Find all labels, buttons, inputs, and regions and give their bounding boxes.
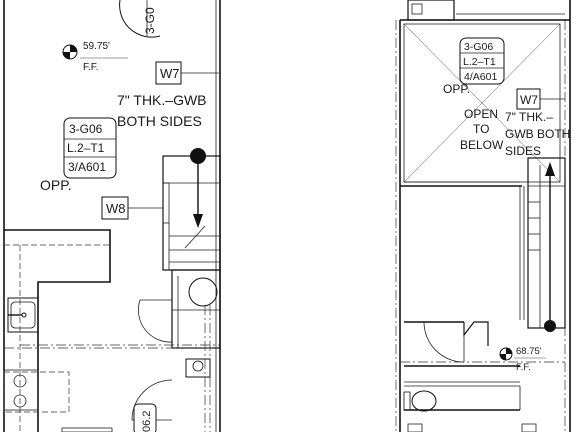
stair-direction-arrow-icon [544, 162, 556, 332]
wall-note-right-line2: GWB BOTH [505, 127, 570, 141]
top-partial-tag: 3-G0 [143, 7, 157, 34]
callout-opp-label: OPP. [40, 177, 72, 193]
top-partial-callout [119, 0, 161, 38]
top-bay [407, 0, 455, 21]
svg-text:W8: W8 [106, 201, 126, 216]
wall-note-line2: BOTH SIDES [117, 113, 202, 129]
callout-opp-label-right: OPP. [443, 82, 470, 96]
elevation-target-icon [62, 44, 78, 60]
left-plan: 3-G0 59.75' F.F. W7 7" THK.–GWB BOTH SID… [3, 0, 221, 432]
kitchen-counter [3, 229, 111, 432]
powder-room [171, 269, 221, 432]
stair [162, 155, 221, 271]
svg-text:3-G06: 3-G06 [464, 41, 493, 53]
svg-text:L.2–T1: L.2–T1 [67, 141, 105, 155]
svg-text:3-G06: 3-G06 [69, 122, 103, 136]
toilet-fixture-icon [403, 390, 437, 412]
elevation-suffix-right: F.F. [516, 362, 531, 373]
door-jamb-right [463, 321, 489, 346]
wall-note-right-line1: 7" THK.– [505, 110, 553, 124]
wall-note-right-line3: SIDES [505, 144, 541, 158]
wall-note-line1: 7" THK.–GWB [117, 92, 207, 108]
svg-text:L.2–T1: L.2–T1 [463, 56, 496, 68]
door-swing-powder [138, 299, 173, 343]
open-to-below-line1: OPEN [464, 107, 498, 121]
door-tag [133, 403, 157, 432]
cooktop-icon [13, 374, 27, 408]
door-swing-right [423, 321, 465, 363]
open-to-below-line2: TO [473, 122, 489, 136]
section-callout [63, 117, 117, 179]
elevation-value-right: 68.75' [516, 346, 542, 357]
svg-text:06.2: 06.2 [141, 411, 153, 432]
door-swing-entry [131, 379, 173, 421]
stair-right [527, 157, 566, 329]
svg-text:4/A601: 4/A601 [464, 71, 497, 83]
svg-text:W7: W7 [520, 93, 538, 107]
toilet-fixture-icon [185, 277, 218, 378]
right-plan: 3-G06 L.2–T1 4/A601 OPP. OPEN TO BELOW W… [395, 0, 571, 432]
open-to-below-line3: BELOW [460, 138, 504, 152]
elevation-suffix: F.F. [83, 62, 99, 73]
svg-text:3/A601: 3/A601 [68, 160, 106, 174]
elevation-value: 59.75' [83, 41, 110, 52]
elevation-target-icon [499, 347, 513, 361]
stair-direction-arrow-icon [190, 148, 206, 228]
section-callout-right [459, 37, 505, 85]
sink-fixture-icon [7, 297, 39, 333]
svg-text:W7: W7 [160, 66, 180, 81]
